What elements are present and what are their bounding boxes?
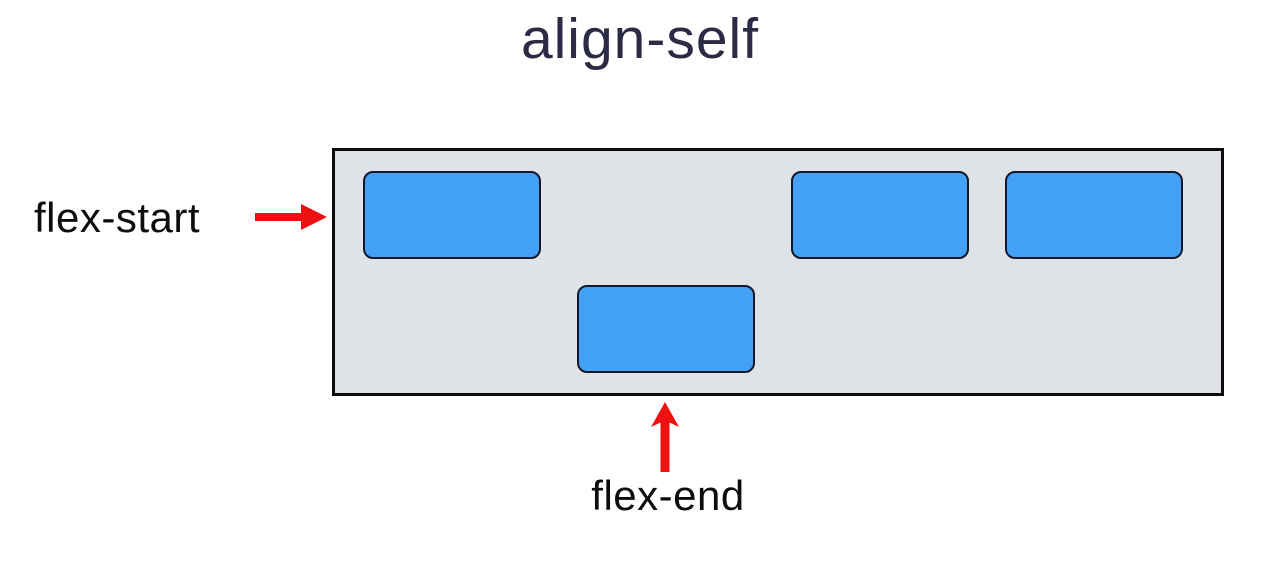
up-arrow-icon <box>651 402 679 472</box>
flex-item-2 <box>577 285 755 373</box>
diagram-title: align-self <box>520 7 760 71</box>
right-arrow-icon <box>255 204 327 230</box>
flex-item-1 <box>363 171 541 259</box>
flex-end-label: flex-end <box>591 472 745 519</box>
flex-item-3 <box>791 171 969 259</box>
flex-container <box>332 148 1224 396</box>
flex-start-label: flex-start <box>34 194 201 241</box>
flex-item-4 <box>1005 171 1183 259</box>
